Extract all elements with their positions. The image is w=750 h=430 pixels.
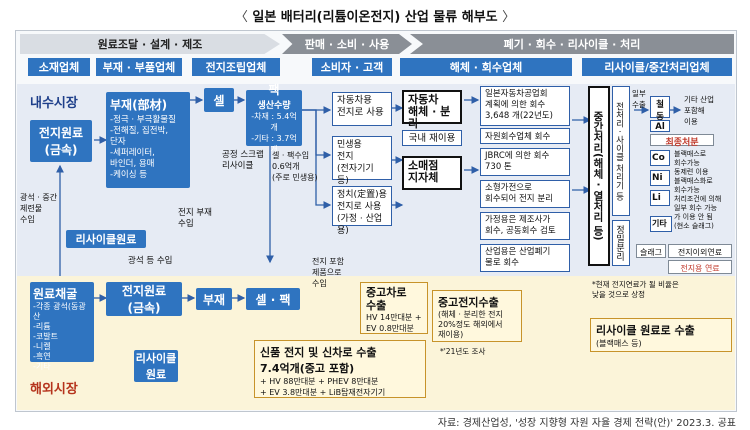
recovery-household: 가정용은 제조사가 회수, 공동회수 검토	[480, 212, 570, 240]
metals-note: 블랙매스로 회수가능 동제련 이용 블랙매스화로 회수가능 처리조건에 의해 일…	[674, 150, 722, 230]
overseas-cell-pack: 셀 · 팩	[246, 288, 300, 310]
intermediate-processing: 중간처리(해체 · 열처리 등)	[588, 86, 610, 266]
recycle-export-sub: (블랙매스 등)	[596, 339, 642, 348]
recovery-resource-firm: 자원회수업체 회수	[480, 128, 570, 144]
overseas-recycled-material: 리사이클 원료	[134, 350, 178, 382]
overseas-label: 해외시장	[30, 382, 78, 397]
pack-car: -차재 : 5.4억개	[251, 112, 297, 132]
phase-recycle: 폐기 · 회수 · 리사이클 · 처리	[410, 34, 734, 54]
recovery-industrial: 산업용은 산업폐기 물로 회수	[480, 244, 570, 272]
other-industry-use: 기타 산업 포함해 이용	[684, 95, 714, 126]
used-car-ev: EV 0.8만대분	[366, 324, 414, 333]
survey-note: *'21년도 조사	[440, 347, 486, 356]
recycle-export-title: 리사이클 원료로 수출	[596, 324, 695, 337]
use-stationary-battery: 정치(定置)용 전지로 사용 (가정 · 산업용)	[332, 186, 392, 236]
used-car-export: 중고차로 수출 HV 14만대분 + EV 0.8만대분	[360, 282, 428, 334]
ore-import-label: 광석 · 중간 제련물 수입	[20, 193, 58, 224]
new-battery-title: 신품 전지 및 신차로 수출	[260, 346, 377, 359]
actor-parts: 부재 · 부품업체	[96, 58, 182, 76]
used-battery-export: 중고전지수출 (해체 · 분리한 전지 20%정도 해외에서 재이용)	[432, 290, 522, 342]
new-battery-ev: + EV 3.8만대분 + LiB탑재전자기기	[260, 388, 386, 397]
overseas-raw-material: 전지원료 (금속)	[106, 282, 182, 316]
car-dismantle: 자동차 해체 · 분리	[402, 90, 462, 130]
partial-export-label: 일부 수출	[632, 89, 646, 109]
used-car-title: 중고차로 수출	[366, 286, 407, 312]
recovery-jbrc: JBRC에 의한 회수 730 톤	[480, 148, 570, 176]
domestic-label: 내수시장	[30, 96, 78, 111]
source-note: 자료: 경제산업성, '성장 지향형 자원 자율 경제 전략(안)' 2023.…	[437, 418, 736, 429]
used-battery-title: 중고전지수출	[438, 296, 499, 309]
aluminum-output: Al	[650, 120, 670, 132]
domestic-reuse: 국내 재이용	[402, 130, 462, 146]
precise-separation: 정밀분리	[612, 220, 630, 266]
pre-processing: 전처리 · 사이클 처리기 등	[612, 86, 630, 216]
pack-other: -기타 : 3.7억개	[251, 134, 297, 154]
fuel-note: *현재 전지연료가 될 비율은 낮을 것으로 상정	[592, 280, 679, 299]
pack-title: 팩	[268, 83, 280, 97]
use-car-battery: 자동차용 전지로 사용	[332, 92, 392, 126]
cell-pack-import-label: 셀 · 팩수입 0.6억개 (주로 민생용)	[272, 151, 318, 182]
parts-title: 부재(部材)	[110, 98, 168, 112]
domestic-parts: 부재(部材) -정극 · 부극활물질 -전해질, 집전박, 단자 -세퍼레이터,…	[106, 92, 190, 188]
actor-consumer: 소비자 · 고객	[312, 58, 392, 76]
domestic-raw-material: 전지원료 (금속)	[30, 120, 92, 162]
recovery-small-appliance: 소형가전으로 회수되어 전지 분리	[480, 180, 570, 208]
used-battery-detail: (해체 · 분리한 전지 20%정도 해외에서 재이용)	[438, 310, 503, 339]
other-metal-output: 기타	[650, 216, 672, 232]
lithium-output: Li	[650, 190, 670, 206]
steel-copper-output: 철 동	[650, 96, 670, 122]
parts-list: -정극 · 부극활물질 -전해질, 집전박, 단자 -세퍼레이터, 바인더, 용…	[110, 115, 176, 180]
actor-recycler: 리사이클/중간처리업체	[582, 58, 732, 76]
domestic-cell: 셀	[204, 88, 234, 112]
overseas-mining: 원료채굴 -각종 광석(동광산 -리튬 -코발트 -니켈 -흑연 -기타	[30, 282, 94, 371]
use-consumer-battery: 민생용 전지 (전자기기 등) 로 사용	[332, 136, 392, 198]
process-scrap-label: 공정 스크랩 리사이클	[222, 150, 264, 171]
cobalt-output: Co	[650, 150, 670, 166]
ore-import-note: 광석 등 수입	[128, 256, 173, 266]
diagram-title: 〈 일본 배터리(리튬이온전지) 산업 물류 해부도 〉	[234, 10, 516, 25]
retail-local-gov: 소매점 지자체	[402, 156, 462, 190]
used-car-hv: HV 14만대분 +	[366, 313, 422, 322]
mining-title: 원료채굴	[33, 287, 78, 301]
phase-manufacture: 원료조달 · 설계 · 제조	[20, 34, 280, 54]
new-battery-qty: 7.4억개(중고 포함)	[260, 362, 355, 375]
domestic-recycled-material: 리사이클원료	[66, 230, 146, 248]
actor-assembly: 전지조립업체	[192, 58, 280, 76]
mining-list: -각종 광석(동광산 -리튬 -코발트 -니켈 -흑연 -기타	[33, 302, 86, 371]
new-battery-hv: + HV 88만대분 + PHEV 8만대분	[260, 377, 379, 386]
actor-dismantle: 해체 · 회수업체	[400, 58, 572, 76]
overseas-parts: 부재	[196, 288, 232, 310]
new-battery-export: 신품 전지 및 신차로 수출 7.4억개(중고 포함) + HV 88만대분 +…	[254, 340, 426, 398]
actor-material: 소재업체	[28, 58, 90, 76]
non-battery-fuel: 전지이외연료	[668, 244, 732, 258]
battery-fuel: 전지용 연료	[668, 260, 732, 274]
domestic-pack: 팩 생산수량 -차재 : 5.4억개 -기타 : 3.7억개	[246, 83, 302, 154]
phase-use: 판매 · 소비 · 사용	[282, 34, 412, 54]
product-import-label: 전지 포함 제품으로 수입	[312, 257, 344, 288]
pack-production: 생산수량	[257, 101, 291, 111]
recycle-material-export: 리사이클 원료로 수출 (블랙매스 등)	[590, 318, 732, 352]
parts-import-label: 전지 부재 수입	[178, 208, 212, 229]
slag-output: 슬래그	[636, 244, 666, 258]
final-disposal: 최종처분	[650, 134, 714, 148]
nickel-output: Ni	[650, 170, 670, 186]
recovery-jama: 일본자동차공업회 계획에 의한 회수 3,648 개(22년도)	[480, 86, 570, 126]
